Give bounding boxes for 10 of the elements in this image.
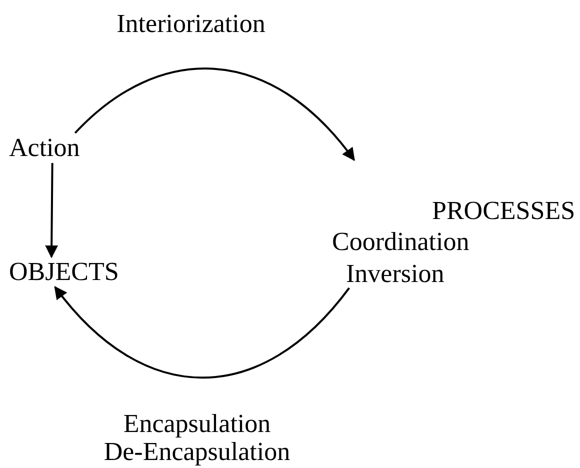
- node-label: OBJECTS: [9, 257, 127, 287]
- arrow: [74, 68, 355, 162]
- arrow: [54, 286, 350, 378]
- edge-label: Encapsulation De-Encapsulation: [102, 410, 292, 466]
- edge-label: Interiorization: [116, 10, 266, 38]
- node-item: Inversion: [346, 259, 444, 289]
- arrow: [45, 162, 58, 258]
- node-title: PROCESSES: [432, 196, 576, 226]
- node-label: Action: [9, 133, 85, 163]
- node-item: Coordination: [332, 227, 470, 257]
